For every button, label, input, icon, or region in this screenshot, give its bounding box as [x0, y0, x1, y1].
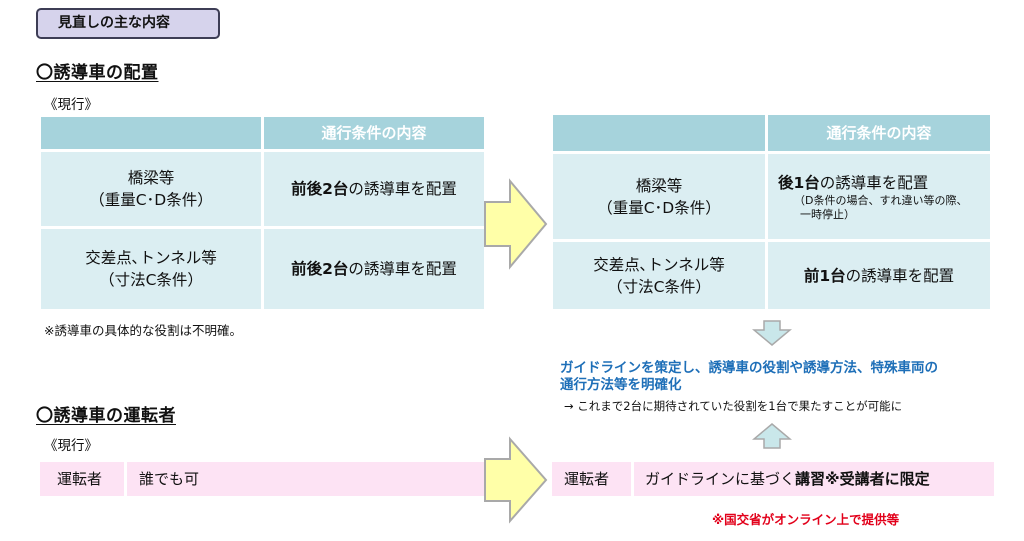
placement-note: ※誘導車の具体的な役割は不明確。 [44, 323, 242, 338]
guideline-text: ガイドラインを策定し、誘導車の役割や誘導方法、特殊車両の 通行方法等を明確化 [560, 360, 938, 393]
driver-current-label: 《現行》 [44, 438, 98, 454]
table-row: 交差点､トンネル等 （寸法C条件） 前1台の誘導車を配置 [550, 239, 993, 312]
placement-current-label: 《現行》 [44, 97, 98, 113]
guideline-arrow-note: → これまで2台に期待されていた役割を1台で果たすことが可能に [564, 399, 903, 413]
content-cell: 前後2台の誘導車を配置 [261, 226, 487, 312]
placement-heading: 〇誘導車の配置 [36, 63, 159, 83]
table-row: 交差点､トンネル等 （寸法C条件） 前後2台の誘導車を配置 [38, 226, 487, 312]
driver-current-value: 誰でも可 [139, 470, 200, 488]
current-placement-table: 通行条件の内容 橋梁等 （重量C･D条件） 前後2台の誘導車を配置 交差点､トン… [38, 114, 487, 312]
revised-driver-row: 運転者 ガイドラインに基づく講習※受講者に限定 [552, 462, 994, 496]
current-driver-row: 運転者 誰でも可 [40, 462, 484, 496]
condition-cell: 橋梁等 （重量C･D条件） [550, 151, 768, 242]
content-cell: 前1台の誘導車を配置 [765, 239, 993, 312]
content-cell: 前後2台の誘導車を配置 [261, 149, 487, 229]
red-note: ※国交省がオンライン上で提供等 [712, 512, 900, 527]
section-tag: 見直しの主な内容 [36, 8, 220, 39]
right-arrow-icon [484, 436, 548, 524]
driver-label: 運転者 [564, 470, 610, 488]
down-arrow-icon [752, 320, 792, 346]
table-row: 橋梁等 （重量C･D条件） 後1台の誘導車を配置 （D条件の場合、すれ違い等の際… [550, 151, 993, 242]
row-separator [124, 462, 127, 496]
table-header: 通行条件の内容 [765, 112, 993, 154]
content-cell: 後1台の誘導車を配置 （D条件の場合、すれ違い等の際、 一時停止） [765, 151, 993, 242]
table-row: 橋梁等 （重量C･D条件） 前後2台の誘導車を配置 [38, 149, 487, 229]
revised-placement-table: 通行条件の内容 橋梁等 （重量C･D条件） 後1台の誘導車を配置 （D条件の場合… [550, 112, 993, 312]
right-arrow-icon [484, 178, 548, 270]
condition-cell: 交差点､トンネル等 （寸法C条件） [38, 226, 264, 312]
driver-heading: 〇誘導車の運転者 [36, 406, 176, 426]
up-arrow-icon [752, 423, 792, 449]
driver-label: 運転者 [57, 470, 103, 488]
table-header-empty [550, 112, 768, 154]
condition-cell: 交差点､トンネル等 （寸法C条件） [550, 239, 768, 312]
row-separator [631, 462, 634, 496]
table-header: 通行条件の内容 [261, 114, 487, 152]
driver-revised-value: ガイドラインに基づく講習※受講者に限定 [645, 470, 930, 488]
table-header-empty [38, 114, 264, 152]
condition-cell: 橋梁等 （重量C･D条件） [38, 149, 264, 229]
